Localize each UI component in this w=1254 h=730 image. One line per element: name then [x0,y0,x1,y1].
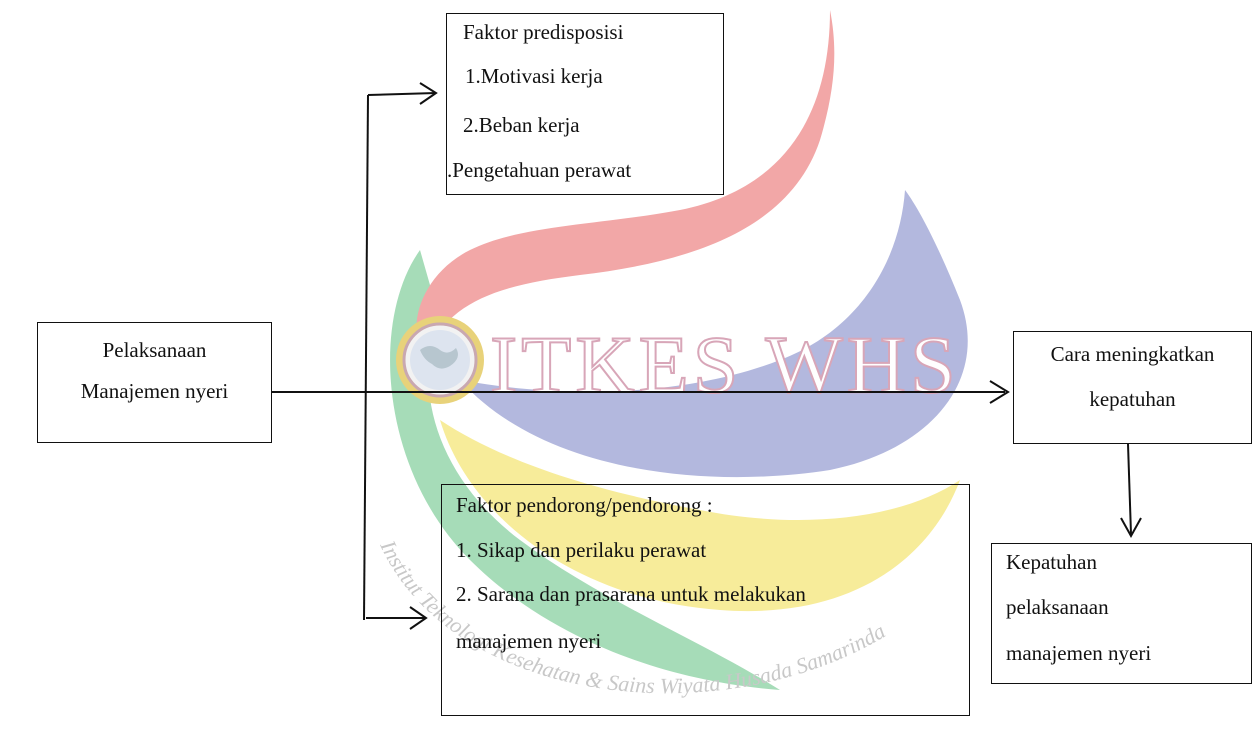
down-arrow-head [1120,517,1142,539]
bottom-branch-arrow-head [409,606,428,630]
top-box-heading: Faktor predisposisi [463,20,624,44]
watermark-red-swoosh [416,10,835,355]
result-box-line2: pelaksanaan [1006,595,1109,619]
left-box-line1: Pelaksanaan [102,338,207,362]
result-box-line1: Kepatuhan [1006,550,1097,574]
top-box-item1: 1.Motivasi kerja [465,64,603,88]
down-arrow-line [1127,443,1132,535]
bottom-box-item2: 2. Sarana dan prasarana untuk melakukan [456,582,806,606]
result-box-line3: manajemen nyeri [1006,641,1152,665]
top-branch-line [367,92,437,96]
watermark-globe-emblem [396,316,484,404]
top-box-item3: .Pengetahuan perawat [447,158,632,182]
top-box: Faktor predisposisi 1.Motivasi kerja 2.B… [446,13,724,195]
result-box: Kepatuhan pelaksanaan manajemen nyeri [991,543,1252,684]
right-box-line1: Cara meningkatkan [1050,342,1215,366]
main-arrow-head [989,380,1010,404]
left-box-line2: Manajemen nyeri [80,379,229,403]
left-box: Pelaksanaan Manajemen nyeri [37,322,272,443]
bottom-box-heading: Faktor pendorong/pendorong : [456,493,713,517]
watermark-title: ITKES WHS [490,319,960,410]
top-box-item2: 2.Beban kerja [463,113,580,137]
top-branch-arrow-head [419,82,438,105]
bottom-box-item3: manajemen nyeri [456,629,602,653]
right-box-line2: kepatuhan [1089,387,1176,411]
bracket-vertical-line [363,94,369,621]
watermark-yellow-swoosh [440,420,960,612]
bottom-box-item1: 1. Sikap dan perilaku perawat [456,538,707,562]
bottom-box: Faktor pendorong/pendorong : 1. Sikap da… [441,484,970,716]
right-box: Cara meningkatkan kepatuhan [1013,331,1252,444]
watermark-blue-swoosh [460,190,968,478]
